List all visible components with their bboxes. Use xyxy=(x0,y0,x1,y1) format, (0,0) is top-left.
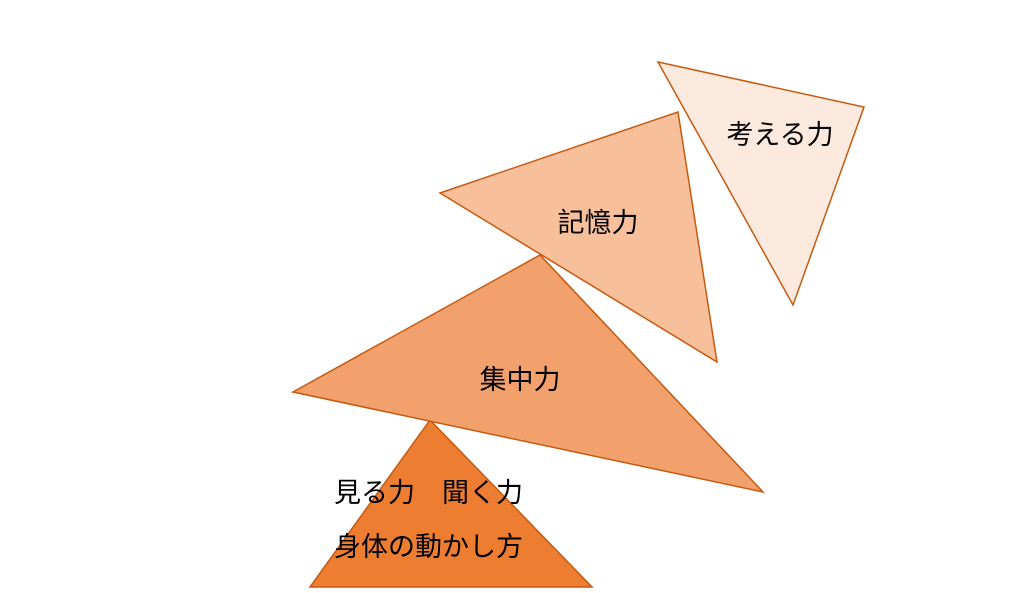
triangle-base xyxy=(308,418,594,588)
label-base-line1: 見る力 聞く力 xyxy=(334,478,523,509)
triangle-memory xyxy=(438,111,718,364)
label-concentration: 集中力 xyxy=(480,365,561,396)
label-thinking: 考える力 xyxy=(726,120,833,151)
label-base-line2: 身体の動かし方 xyxy=(334,532,523,563)
label-memory: 記憶力 xyxy=(558,208,639,239)
triangle-thinking xyxy=(656,60,865,307)
triangle-concentration xyxy=(290,254,766,494)
